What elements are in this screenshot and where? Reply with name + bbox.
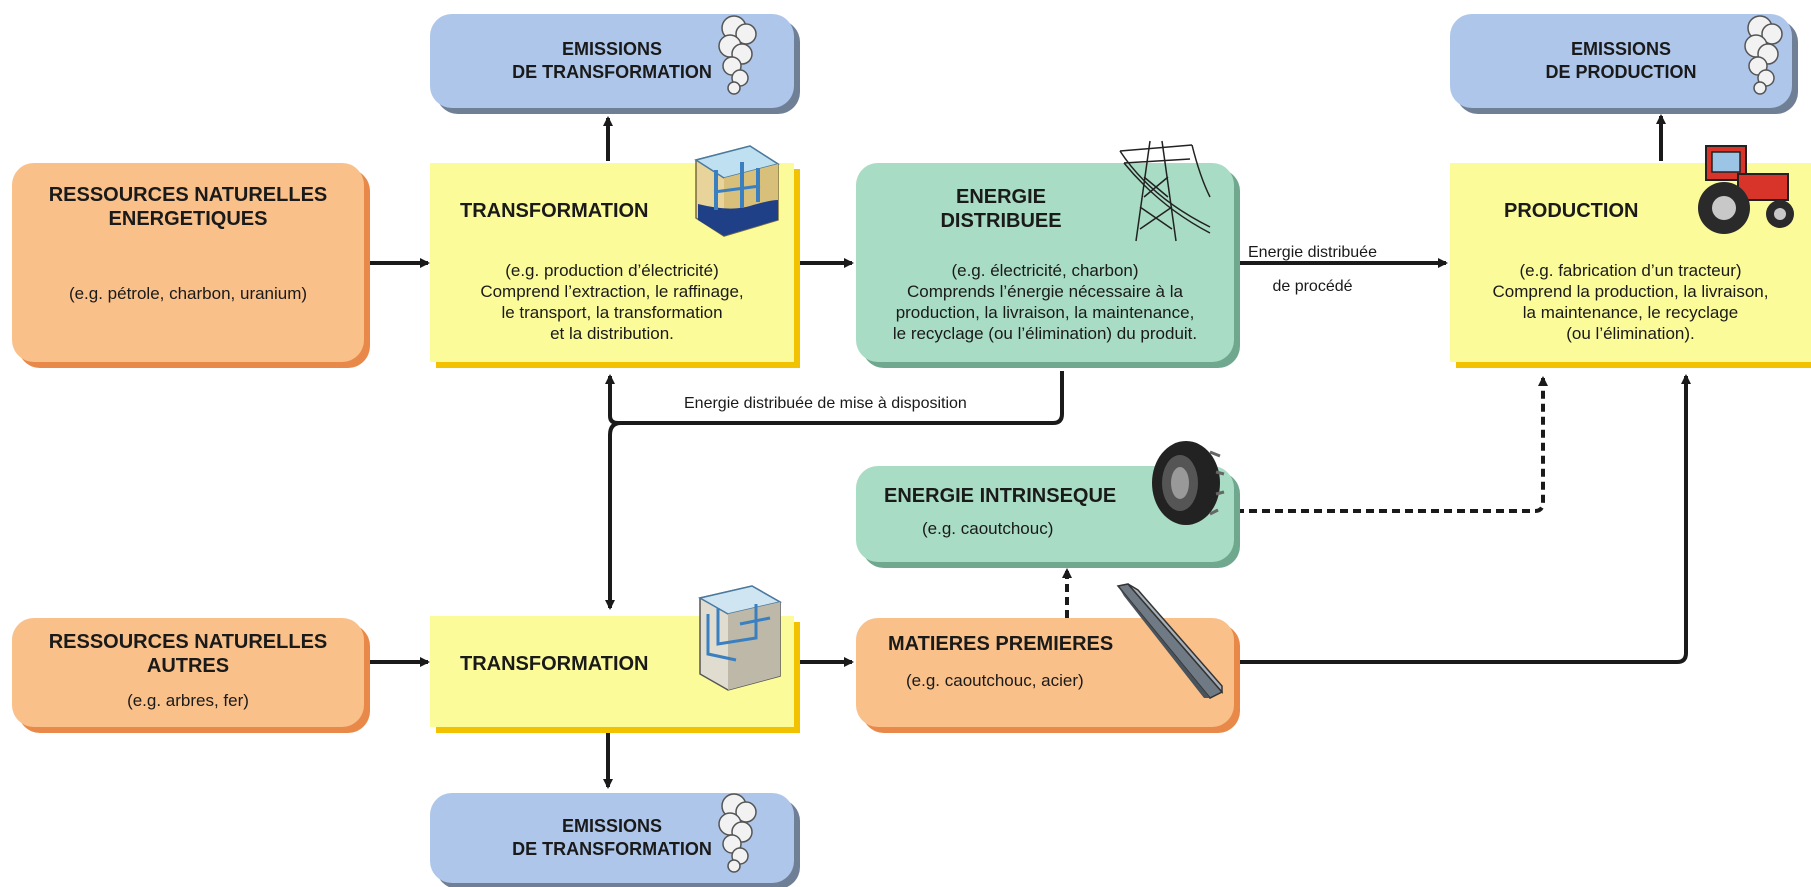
resources-other-title: RESSOURCES NATURELLES AUTRES: [48, 631, 328, 677]
resources-energy-box: RESSOURCES NATURELLES ENERGETIQUES (e.g.…: [12, 163, 364, 362]
tractor-icon: [1698, 145, 1794, 234]
label-energie-mise-a-disposition: Energie distribuée de mise à disposition: [680, 395, 971, 413]
arrow-to-bottom-transfo: [605, 421, 622, 610]
label-energie-procede: Energie distribuée de procédé: [1248, 244, 1377, 295]
production-box: PRODUCTION (e.g. fabrication d’un tracte…: [1450, 163, 1811, 362]
energie-distribuee-desc: (e.g. électricité, charbon) Comprends l’…: [892, 261, 1198, 343]
smoke-icon: [718, 793, 757, 873]
arrow-matieres-to-production: [1236, 374, 1691, 664]
power-pylon-icon: [1119, 140, 1211, 242]
resources-other-box: RESSOURCES NATURELLES AUTRES (e.g. arbre…: [12, 618, 364, 727]
smoke-icon: [718, 15, 757, 95]
emissions-bottom-title: EMISSIONS DE TRANSFORMATION: [512, 816, 712, 859]
mine-icon: [694, 145, 780, 237]
energie-intrinseque-title: ENERGIE INTRINSEQUE: [884, 485, 1117, 507]
transformation-top-desc: (e.g. production d’électricité) Comprend…: [480, 261, 744, 343]
emissions-top-title: EMISSIONS DE TRANSFORMATION: [512, 39, 712, 82]
resources-energy-example: (e.g. pétrole, charbon, uranium): [68, 284, 308, 303]
production-title: PRODUCTION: [1504, 200, 1639, 222]
mine-icon: [697, 585, 782, 691]
matieres-premieres-title: MATIERES PREMIERES: [888, 633, 1114, 655]
emissions-production-box: EMISSIONS DE PRODUCTION: [1450, 14, 1792, 108]
energie-intrinseque-example: (e.g. caoutchouc): [922, 519, 1054, 538]
emissions-production-title: EMISSIONS DE PRODUCTION: [1545, 39, 1697, 82]
production-desc: (e.g. fabrication d’un tracteur) Compren…: [1492, 261, 1769, 343]
smoke-icon: [1744, 15, 1783, 95]
energie-distribuee-box: ENERGIE DISTRIBUEE (e.g. électricité, ch…: [856, 163, 1234, 362]
resources-other-example: (e.g. arbres, fer): [127, 691, 249, 710]
tire-icon: [1152, 441, 1225, 525]
steel-beam-icon: [1116, 583, 1224, 699]
matieres-premieres-example: (e.g. caoutchouc, acier): [906, 671, 1084, 690]
transformation-top-title: TRANSFORMATION: [460, 200, 649, 222]
arrow-intrinseque-to-production: [1236, 376, 1548, 513]
transformation-bottom-title: TRANSFORMATION: [460, 653, 649, 675]
resources-energy-title: RESSOURCES NATURELLES ENERGETIQUES: [48, 184, 328, 230]
arrow-mise-a-disposition: [605, 371, 1064, 425]
energie-distribuee-title: ENERGIE DISTRIBUEE: [940, 186, 1062, 232]
